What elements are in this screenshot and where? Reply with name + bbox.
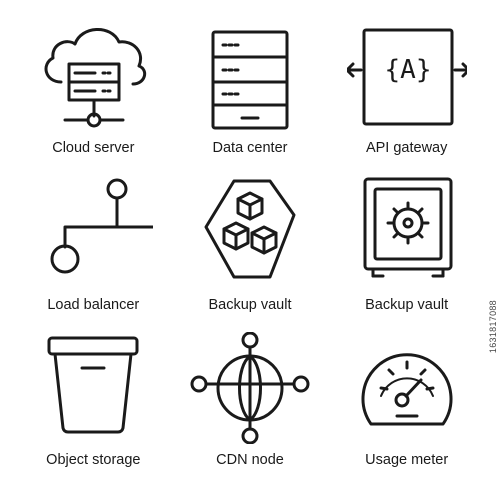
icon-cell: CDN node: [172, 332, 329, 480]
icon-label: Usage meter: [365, 452, 449, 468]
icon-label: Cloud server: [52, 140, 135, 156]
icon-label: API gateway: [365, 140, 448, 156]
icon-label: Object storage: [46, 452, 141, 468]
cloud-server-icon: [33, 20, 153, 132]
icon-cell: Cloud server: [15, 20, 172, 177]
icon-label: Backup vault: [208, 297, 292, 313]
stock-id-text: 1631817088: [488, 300, 498, 354]
icon-cell: Data center: [172, 20, 329, 177]
usage-meter-icon: [347, 332, 467, 444]
object-storage-icon: [33, 332, 153, 444]
icon-label: Data center: [212, 140, 288, 156]
icon-cell: {A} API gateway: [328, 20, 485, 177]
cdn-node-icon: [190, 332, 310, 444]
icon-label: Load balancer: [47, 297, 140, 313]
data-center-icon: [190, 20, 310, 132]
icon-cell: Load balancer: [15, 177, 172, 332]
load-balancer-icon: [33, 177, 154, 289]
backup-vault-safe-icon: [347, 177, 467, 289]
icon-grid: Cloud server Data center: [15, 20, 485, 480]
backup-vault-cubes-icon: [190, 177, 310, 289]
api-gateway-icon: {A}: [346, 20, 467, 132]
api-glyph: {A}: [384, 55, 431, 85]
icon-label: Backup vault: [365, 297, 449, 313]
icon-cell: Usage meter: [328, 332, 485, 480]
icon-label: CDN node: [216, 452, 284, 468]
icon-cell: Backup vault: [328, 177, 485, 332]
icon-cell: Object storage: [15, 332, 172, 480]
icon-cell: Backup vault: [172, 177, 329, 332]
